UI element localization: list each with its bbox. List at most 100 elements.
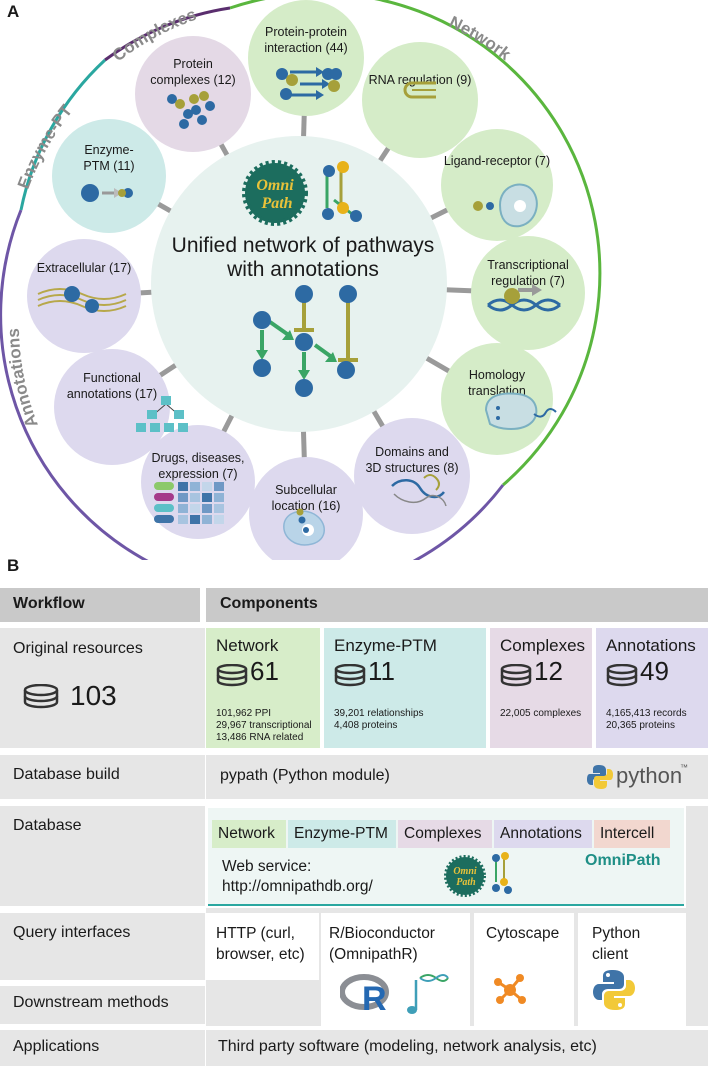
node-label-subcellular-2: location (16) <box>272 499 341 513</box>
node-label-ppi-1: Protein-protein <box>265 25 347 39</box>
row-downstream-methods: Downstream methods <box>0 986 205 1024</box>
component-title-enzyme: Enzyme-PTM <box>334 636 437 655</box>
ppi-icon <box>276 67 342 100</box>
database-tag-enzyme-ptm: Enzyme-PTM <box>288 820 396 848</box>
row-label-applications: Applications <box>13 1038 100 1055</box>
center-title-line-1: Unified network of pathways <box>172 234 435 257</box>
database-icon <box>334 664 366 687</box>
total-resources-count: 103 <box>70 680 117 711</box>
r-logo-icon: R <box>340 974 449 1018</box>
query-http-line-2: browser, etc) <box>216 946 305 963</box>
component-count-annotations: 49 <box>640 656 669 686</box>
database-icon <box>216 664 248 687</box>
node-extracellular: Extracellular (17) <box>27 239 141 353</box>
omnipath-logo: Omni Path <box>242 160 308 226</box>
subcellular-cell-icon <box>283 508 325 546</box>
query-python-line-1: Python <box>592 925 641 942</box>
omnipath-small-logo-text-2: Path <box>456 877 476 888</box>
row-label-downstream: Downstream methods <box>13 994 169 1011</box>
drug-expression-icon <box>154 482 224 524</box>
node-label-domains-1: Domains and <box>375 445 449 459</box>
node-label-complexes-2: complexes (12) <box>150 73 235 87</box>
panel-label-b: B <box>7 556 20 575</box>
database-icon <box>500 664 532 687</box>
build-bar: pypath (Python module) python ™ <box>206 755 708 799</box>
node-circle-functional <box>54 349 170 465</box>
omnipath-small-logo-text-1: Omni <box>453 866 477 877</box>
component-stat-network-1: 101,962 PPI <box>216 708 272 719</box>
component-stat-network-3: 13,486 RNA related <box>216 732 304 743</box>
node-rna: RNA regulation (9) <box>362 42 478 158</box>
python-client-logo-icon <box>593 970 635 1010</box>
node-circle-ppi <box>248 0 364 116</box>
component-title-complexes: Complexes <box>500 636 586 655</box>
components-header-label: Components <box>220 595 318 612</box>
component-stat-annotations-2: 20,365 proteins <box>606 720 675 731</box>
node-circle-extracellular <box>27 239 141 353</box>
omnipath-label: OmniPath <box>585 852 661 869</box>
applications-bar: Third party software (modeling, network … <box>206 1030 708 1066</box>
row-database: Database <box>0 806 205 906</box>
protein-structure-icon <box>391 474 447 507</box>
mini-network-icon <box>322 161 362 222</box>
homology-cell-icon <box>484 392 557 430</box>
arc-complexes <box>104 6 231 62</box>
network-overview-diagram: Complexes Network Enzyme-PTM Annotations… <box>0 0 602 560</box>
component-count-enzyme: 11 <box>368 656 395 686</box>
row-query-interfaces: Query interfaces <box>0 913 205 980</box>
node-label-drugs-1: Drugs, diseases, <box>151 451 244 465</box>
row-applications: Applications <box>0 1030 205 1066</box>
query-http-line-1: HTTP (curl, <box>216 925 295 942</box>
component-stat-annotations-1: 4,165,413 records <box>606 708 687 719</box>
workflow-header-label: Workflow <box>13 595 85 612</box>
node-ligand: Ligand-receptor (7) <box>441 129 553 241</box>
query-r-bioconductor <box>321 913 470 1026</box>
node-label-transcriptional-1: Transcriptional <box>487 258 569 272</box>
node-label-drugs-2: expression (7) <box>158 467 237 481</box>
row-label-query: Query interfaces <box>13 924 131 941</box>
node-circle-ligand <box>441 129 553 241</box>
query-cytoscape-label: Cytoscape <box>486 925 560 942</box>
row-original-resources: Original resources 103 <box>0 628 205 748</box>
node-circle-domains <box>354 418 470 534</box>
omnipath-small-logo: Omni Path <box>444 852 512 897</box>
applications-text: Third party software (modeling, network … <box>218 1038 597 1055</box>
database-icon <box>606 664 638 687</box>
query-python-line-2: client <box>592 946 629 963</box>
extracellular-matrix-icon <box>37 286 127 313</box>
omnipath-logo-text-1: Omni <box>256 177 294 194</box>
arc-network <box>229 0 602 487</box>
ligand-receptor-icon <box>473 183 538 228</box>
database-icon <box>23 684 59 709</box>
node-label-complexes-1: Protein <box>173 57 213 71</box>
node-label-extracellular-1: Extracellular (17) <box>37 261 131 275</box>
component-stat-network-2: 29,967 transcriptional <box>216 720 312 731</box>
node-label-ligand-1: Ligand-receptor (7) <box>444 154 550 168</box>
complexes-icon <box>167 91 215 129</box>
python-logo-tm: ™ <box>680 763 688 772</box>
component-stat-enzyme-2: 4,408 proteins <box>334 720 398 731</box>
component-stats-complexes: 22,005 complexes <box>500 708 581 720</box>
r-logo-letter: R <box>362 980 387 1018</box>
query-r-line-2: (OmnipathR) <box>329 946 418 963</box>
database-tag-intercell: Intercell <box>594 820 670 848</box>
row-label-database: Database <box>13 817 82 834</box>
web-service-url: http://omnipathdb.org/ <box>222 878 373 895</box>
node-enzyme: Enzyme-PTM (11) <box>52 119 166 233</box>
node-circle-rna <box>362 42 478 158</box>
hierarchy-icon <box>136 396 188 432</box>
node-label-functional-1: Functional <box>83 371 141 385</box>
component-title-annotations: Annotations <box>606 636 696 655</box>
row-database-build: Database build <box>0 755 205 799</box>
omnipath-logo-text-2: Path <box>260 195 292 212</box>
node-circle-subcellular <box>249 457 363 560</box>
enzyme-ptm-icon <box>81 184 133 202</box>
rna-hairpin-icon <box>403 81 436 99</box>
